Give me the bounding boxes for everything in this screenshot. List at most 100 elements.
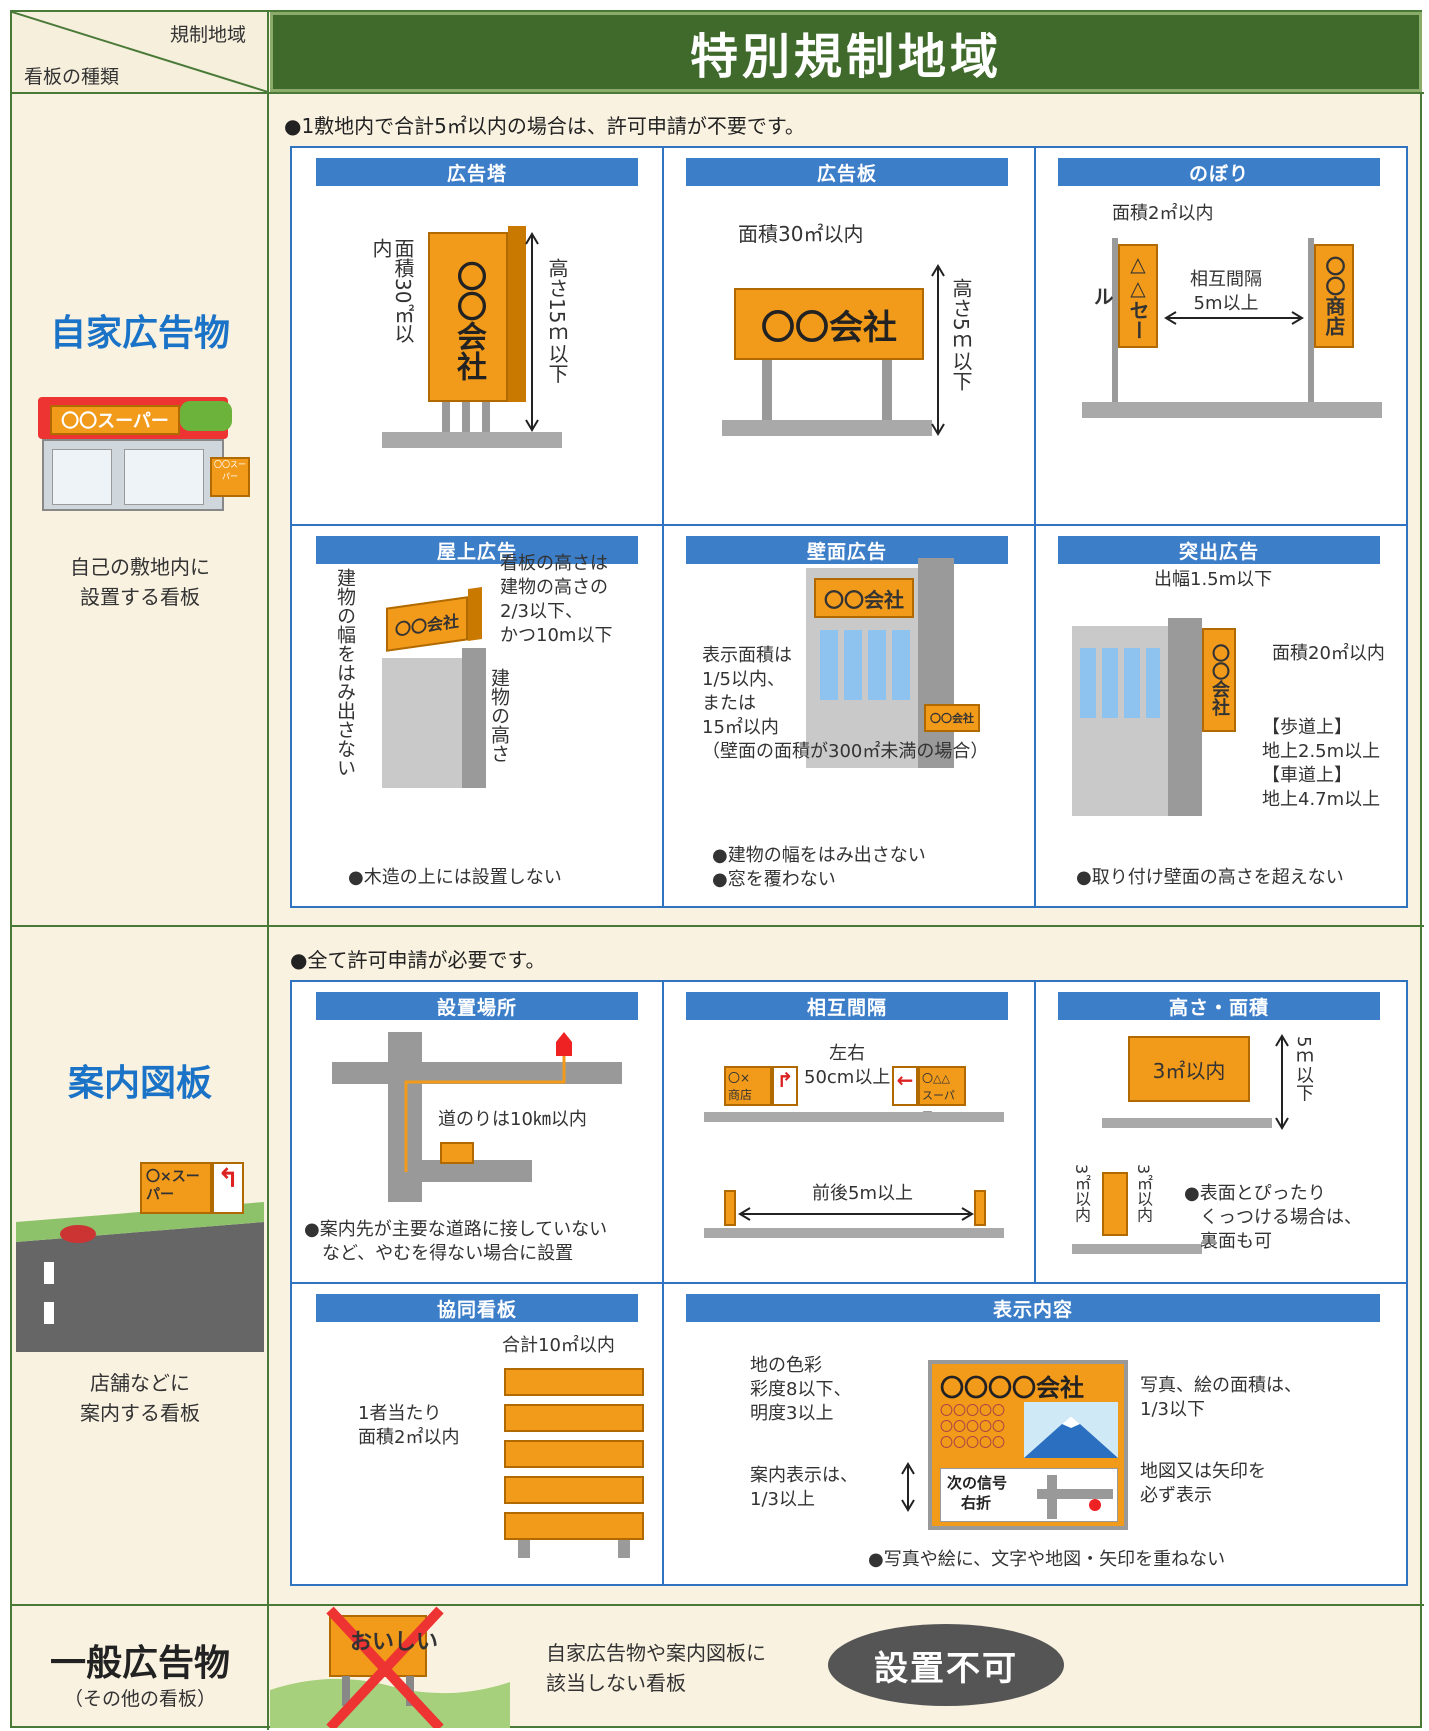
guide-line: 右折 xyxy=(961,1494,992,1512)
note-line: ●表面とぴったり xyxy=(1184,1183,1326,1204)
header-bar: 特別規制地域 xyxy=(270,12,1422,92)
wall-bottom-notes: ●建物の幅をはみ出さない ●窓を覆わない xyxy=(712,844,926,892)
projecting-width-label: 出幅1.5m以下 xyxy=(1154,569,1273,590)
content-example-board: 〇〇〇〇会社 〇〇〇〇〇〇〇〇〇〇〇〇〇〇〇 次の信号右折 xyxy=(928,1360,1128,1530)
note-line: かつ10m以下 xyxy=(500,625,613,646)
interval-line: 相互間隔 xyxy=(1190,269,1262,290)
desc-line: 該当しない看板 xyxy=(546,1671,686,1695)
rooftop-width-label: 建物の幅をはみ出さない xyxy=(334,568,356,777)
guide-sign-illustration: 〇×スーパー xyxy=(140,1162,212,1214)
wall-note: 表示面積は 1/5以内、 または 15㎡以内 （壁面の面積が300㎡未満の場合） xyxy=(702,644,988,764)
guide-ratio-arrow xyxy=(901,1462,915,1512)
corner-region-label: 規制地域 xyxy=(170,24,247,46)
joint-total-label: 合計10㎡以内 xyxy=(502,1335,615,1356)
tower-height-label: 高さ15ｍ以下 xyxy=(545,258,569,384)
desc-line: 設置する看板 xyxy=(80,585,200,609)
desc-line: 自家広告物や案内図板に xyxy=(546,1641,766,1665)
note-line: 【車道上】 xyxy=(1262,765,1352,786)
corner-cell: 規制地域 看板の種類 xyxy=(12,12,268,92)
supermarket-sign: 〇〇スーパー xyxy=(50,405,180,435)
billboard-illustration: おいしい xyxy=(270,1606,510,1728)
route-map xyxy=(332,1032,622,1202)
panel-title-kyoudou: 協同看板 xyxy=(316,1294,638,1322)
desc-line: 店舗などに xyxy=(90,1371,190,1395)
small-store-sign: 〇〇スーパー xyxy=(210,457,250,497)
map-required-label: 地図又は矢印を 必ず表示 xyxy=(1140,1460,1266,1508)
panel-title-okujou: 屋上広告 xyxy=(316,536,638,564)
billboard-text: おいしい xyxy=(350,1630,439,1655)
projecting-height-note: 【歩道上】 地上2.5m以上 【車道上】 地上4.7m以上 xyxy=(1262,716,1380,812)
note-line: 看板の高さは xyxy=(500,553,608,574)
note-line: 裏面も可 xyxy=(1200,1231,1272,1252)
tower-sign-bottom: 会社 xyxy=(451,321,486,381)
category-desc-ippan: 自家広告物や案内図板に 該当しない看板 xyxy=(546,1638,766,1698)
face-area-label: 3㎡以内 xyxy=(1072,1164,1091,1223)
note-line: 15㎡以内 xyxy=(702,717,779,738)
corner-sign-type-label: 看板の種類 xyxy=(24,66,120,88)
joint-per-party-label: 1者当たり 面積2㎡以内 xyxy=(358,1402,459,1450)
note-line: 地図又は矢印を xyxy=(1140,1461,1266,1482)
panel-title-tsuki: 突出広告 xyxy=(1058,536,1380,564)
note-line: くっつける場合は、 xyxy=(1200,1207,1362,1228)
note-line: 地の色彩 xyxy=(750,1355,822,1376)
panel-title-kankaku: 相互間隔 xyxy=(686,992,1008,1020)
note-line: ●建物の幅をはみ出さない xyxy=(712,845,926,866)
jika-panel-grid: 広告塔 面積30㎡以内 〇〇会社 高さ15ｍ以下 広告板 面積30㎡以内 〇〇会… xyxy=(290,146,1408,908)
projecting-bottom-note: ●取り付け壁面の高さを超えない xyxy=(1076,867,1344,888)
photo-ratio-label: 写真、絵の面積は、 1/3以下 xyxy=(1140,1374,1302,1422)
row-divider xyxy=(12,925,1424,927)
category-title-jika: 自家広告物 xyxy=(49,313,230,354)
content-text-dots: 〇〇〇〇〇〇〇〇〇〇〇〇〇〇〇 xyxy=(940,1404,1005,1452)
panel-title-basho: 設置場所 xyxy=(316,992,638,1020)
front-back-label: 前後5m以上 xyxy=(812,1183,913,1204)
mountain-photo-icon xyxy=(1024,1402,1118,1458)
note-line: 必ず表示 xyxy=(1140,1485,1212,1506)
wall-small-sign: 〇〇会社 xyxy=(924,704,980,732)
front-back-arrow xyxy=(738,1207,974,1221)
guide-height-label: 5ｍ以下 xyxy=(1293,1036,1314,1102)
banner-area-label: 面積2㎡以内 xyxy=(1112,203,1214,224)
projecting-sign: 〇〇会社 xyxy=(1202,628,1236,732)
supermarket-illustration: 〇〇スーパー 〇〇スーパー xyxy=(28,387,250,517)
label-line: 左右 xyxy=(829,1043,866,1064)
panel-title-koukokuban: 広告板 xyxy=(686,158,1008,186)
guide-ratio-label: 案内表示は、 1/3以上 xyxy=(750,1464,858,1512)
projecting-area-label: 面積20㎡以内 xyxy=(1272,643,1385,664)
column-divider xyxy=(267,12,269,1730)
note-line: 1/3以下 xyxy=(1140,1399,1205,1420)
ground-bar xyxy=(1082,402,1382,418)
note-line: 地上2.5m以上 xyxy=(1262,741,1381,762)
height-arrow xyxy=(931,264,945,436)
tower-sign: 〇〇会社 xyxy=(428,232,508,402)
guide-map-box: 次の信号右折 xyxy=(940,1468,1118,1522)
board-height-label: 高さ5ｍ以下 xyxy=(949,278,973,391)
row-divider xyxy=(12,1604,1424,1606)
guide-text: 次の信号右折 xyxy=(947,1473,1007,1513)
ground-bar xyxy=(1102,1118,1272,1128)
sign-text: 商店 xyxy=(728,1088,753,1102)
rooftop-bottom-note: ●木造の上には設置しない xyxy=(348,867,562,888)
regulation-table: 規制地域 看板の種類 特別規制地域 自家広告物 〇〇スーパー 〇〇スーパー 自己… xyxy=(10,10,1424,1730)
ground-bar xyxy=(704,1112,1004,1122)
note-line: 1/5以内、 xyxy=(702,669,785,690)
note-line: または xyxy=(702,693,756,714)
desc-line: 案内する看板 xyxy=(80,1401,200,1425)
height-arrow xyxy=(1275,1034,1289,1130)
height-arrow xyxy=(525,232,539,432)
annai-panel-grid: 設置場所 道のりは10㎞以内 ●案内先が主要な道路に接していない など、やむを得… xyxy=(290,980,1408,1586)
note-line: 写真、絵の面積は、 xyxy=(1140,1375,1302,1396)
corner-diagonal xyxy=(12,12,268,92)
sign-text: 〇× xyxy=(728,1071,751,1085)
content-company-name: 〇〇〇〇会社 xyxy=(940,1374,1084,1402)
double-face-board xyxy=(1102,1172,1128,1236)
note-line: 1/3以上 xyxy=(750,1489,815,1510)
note-line: 表示面積は xyxy=(702,645,792,666)
ground-bar xyxy=(382,432,562,448)
category-subtitle-ippan: （その他の看板） xyxy=(63,1688,216,1710)
side-sign-left: 〇× 商店 xyxy=(724,1066,772,1106)
post-sign xyxy=(974,1190,986,1226)
content-bottom-note: ●写真や絵に、文字や地図・矢印を重ねない xyxy=(868,1549,1226,1570)
note-line: （壁面の面積が300㎡未満の場合） xyxy=(702,741,989,762)
